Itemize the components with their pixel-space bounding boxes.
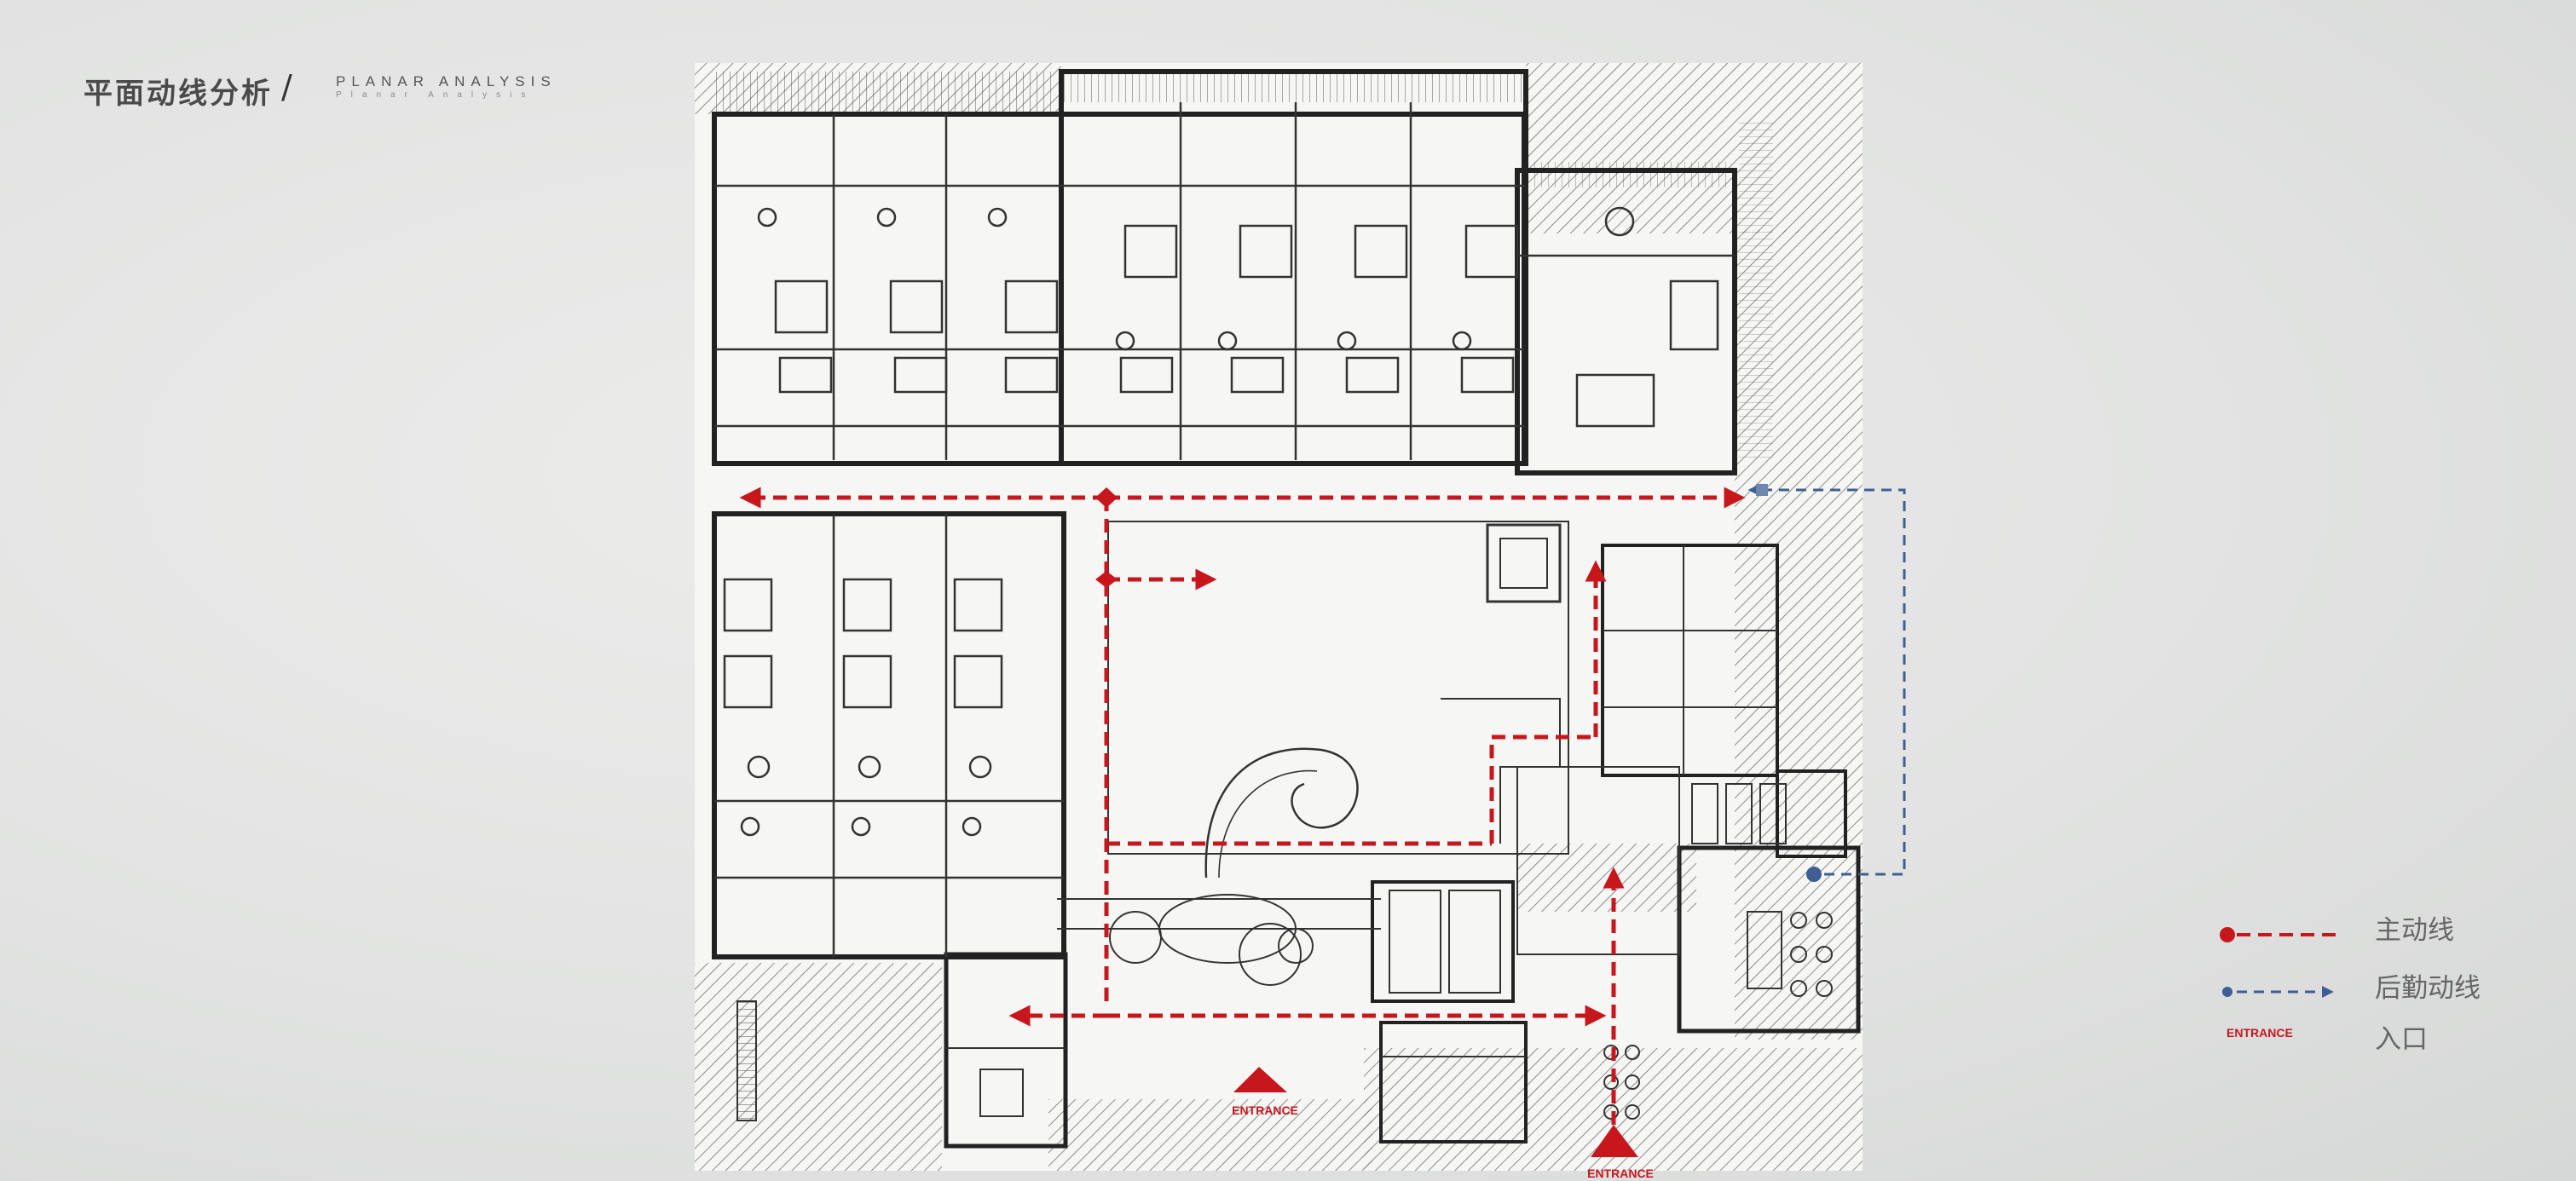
entrance-sample-text: ENTRANCE [2227, 1026, 2293, 1040]
page-subtitle-english: Planar Analysis [336, 90, 535, 100]
service-flow-swatch [2222, 986, 2334, 998]
building-outline [712, 69, 1861, 1149]
legend-service-flow: 后勤动线 [2208, 961, 2549, 1004]
page-title-english: PLANAR ANALYSIS [336, 73, 557, 89]
south-west-lobby [736, 1000, 1526, 1121]
service-flow-nodes [1756, 484, 1822, 882]
entrance-label-south: ENTRANCE [1232, 1103, 1298, 1117]
entrance-marker-south: ENTRANCE [1232, 1067, 1298, 1117]
legend: 主动线 后勤动线 ENTRANCE 入口 [2208, 903, 2549, 1065]
main-flow-nodes [1095, 487, 1619, 884]
main-flow-route [739, 487, 1746, 1125]
entrance-marker-east: ENTRANCE [1587, 1125, 1654, 1180]
legend-entrance: ENTRANCE 入口 [2208, 1012, 2549, 1055]
title-separator: / [281, 68, 292, 106]
stair-and-railing-bands [716, 72, 1773, 460]
legend-entrance-label: 入口 [2375, 1024, 2428, 1055]
page-title: 平面动线分析 [84, 77, 273, 111]
guest-rooms-west [714, 514, 1064, 957]
legend-main-flow-label: 主动线 [2375, 915, 2454, 946]
legend-main-flow: 主动线 [2208, 903, 2549, 946]
legend-service-flow-label: 后勤动线 [2375, 973, 2481, 1004]
main-flow-swatch [2220, 927, 2336, 942]
guest-rooms-north [714, 102, 1735, 460]
service-rooms-east [1603, 545, 1833, 1120]
entrance-label-east: ENTRANCE [1587, 1167, 1654, 1180]
courtyard [1057, 521, 1680, 994]
